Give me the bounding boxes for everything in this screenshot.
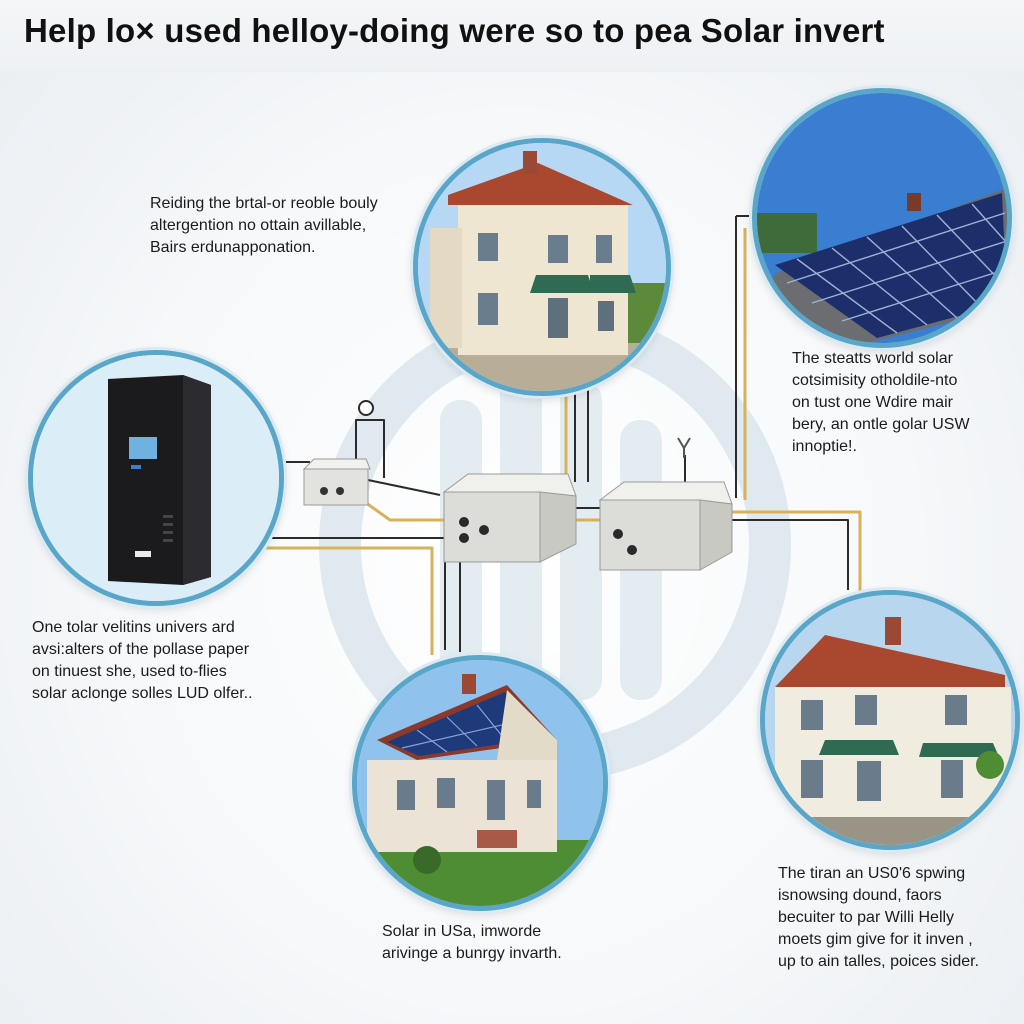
- junction-box-small: [302, 458, 371, 506]
- house-icon: [418, 143, 666, 391]
- wire: [367, 479, 441, 496]
- title-bar: Help lo× used helloy-doing were so to pe…: [0, 0, 1024, 72]
- wire: [728, 510, 862, 592]
- connector-node: [358, 400, 374, 416]
- house-with-panels-illustration: [352, 655, 608, 911]
- solar-panel-icon: [757, 93, 1007, 343]
- caption-top-left: Reiding the brtal-or reoble bouly alterg…: [150, 195, 378, 256]
- wire: [260, 537, 446, 650]
- junction-box-left: [442, 473, 577, 563]
- solar-panels-illustration: [752, 88, 1012, 348]
- caption-bottom-right: The tiran an US0'6 spwing isnowsing doun…: [778, 865, 980, 970]
- wire: [262, 546, 434, 655]
- caption-left-middle: One tolar velitins univers ard avsi:alte…: [32, 619, 253, 702]
- antenna-icon: [677, 437, 691, 458]
- house-top-illustration: [413, 138, 671, 396]
- junction-box-right: [598, 481, 733, 571]
- wire: [361, 498, 448, 522]
- wire: [728, 519, 849, 590]
- page-title: Help lo× used helloy-doing were so to pe…: [24, 12, 885, 49]
- solar-house-icon: [357, 660, 603, 906]
- house-right-illustration: [760, 590, 1020, 850]
- wire: [355, 419, 385, 478]
- caption-right-middle: The steatts world solar cotsimisity otho…: [792, 350, 970, 455]
- inverter-illustration: [28, 350, 284, 606]
- inverter-cabinet-icon: [33, 355, 279, 601]
- house-awning-icon: [765, 595, 1015, 845]
- caption-bottom-center: Solar in USa, imworde arivinge a bunrgy …: [382, 923, 562, 962]
